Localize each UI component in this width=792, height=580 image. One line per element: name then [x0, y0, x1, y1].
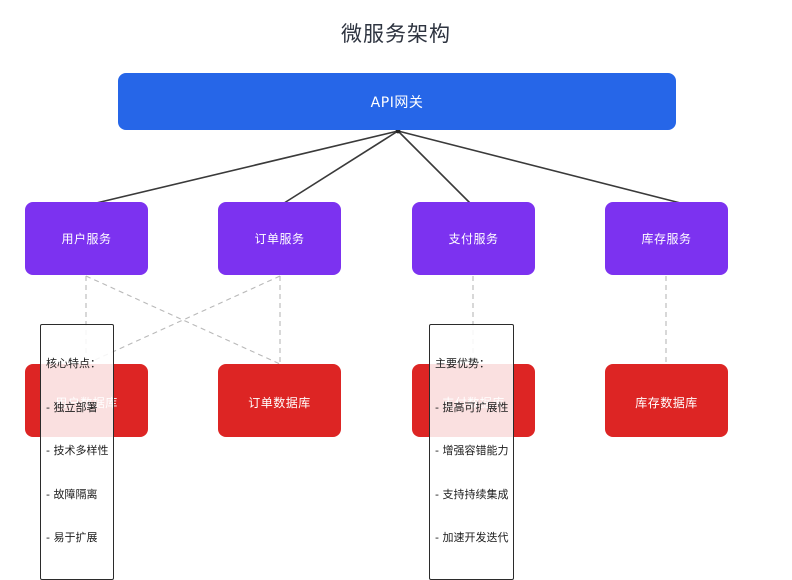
- annotation-item: - 技术多样性: [46, 444, 109, 457]
- page-title: 微服务架构: [341, 22, 451, 46]
- edge-order-service-to-user-db: [85, 275, 281, 365]
- node-order-service[interactable]: 订单服务: [218, 202, 341, 275]
- node-inventory-service[interactable]: 库存服务: [605, 202, 728, 275]
- diagram-canvas: 微服务架构 API网关 用户服务 订单服务 支付服务 库存: [25, 22, 728, 580]
- solid-edge-group: [87, 128, 701, 209]
- annotation-header: 核心特点：: [46, 357, 101, 370]
- edge-gateway-to-payment-service: [397, 130, 473, 206]
- annotation-item: - 加速开发迭代: [435, 531, 509, 544]
- node-order-database[interactable]: 订单数据库: [218, 364, 341, 437]
- node-payment-service[interactable]: 支付服务: [412, 202, 535, 275]
- edge-user-service-to-order-db: [85, 275, 281, 365]
- node-api-gateway[interactable]: API网关: [118, 73, 676, 130]
- annotation-item: - 故障隔离: [46, 487, 98, 501]
- node-label-user-service: 用户服务: [61, 232, 112, 246]
- node-label-inventory-service: 库存服务: [641, 232, 692, 246]
- annotation-core-features: 核心特点： - 独立部署 - 技术多样性 - 故障隔离 - 易于扩展: [40, 324, 115, 580]
- annotation-item: - 易于扩展: [46, 531, 98, 544]
- annotation-item: - 提高可扩展性: [435, 400, 509, 414]
- annotation-item: - 增强容错能力: [435, 444, 509, 457]
- node-label-order-service: 订单服务: [254, 232, 305, 246]
- annotation-main-advantages: 主要优势： - 提高可扩展性 - 增强容错能力 - 支持持续集成 - 加速开发迭…: [429, 324, 515, 580]
- annotation-item: - 支持持续集成: [435, 487, 509, 501]
- edge-gateway-to-order-service: [280, 130, 399, 206]
- node-inventory-database[interactable]: 库存数据库: [605, 364, 728, 437]
- node-label-inventory-database: 库存数据库: [635, 396, 698, 410]
- node-label-payment-service: 支付服务: [448, 232, 499, 246]
- edge-gateway-to-inventory-service: [397, 130, 701, 209]
- dashed-edge-group: [85, 275, 667, 365]
- edge-gateway-to-user-service: [87, 130, 399, 206]
- annotation-header: 主要优势：: [435, 357, 490, 370]
- node-label-api-gateway: API网关: [370, 94, 424, 111]
- node-label-order-database: 订单数据库: [248, 396, 311, 410]
- annotation-item: - 独立部署: [46, 400, 98, 414]
- node-user-service[interactable]: 用户服务: [25, 202, 148, 275]
